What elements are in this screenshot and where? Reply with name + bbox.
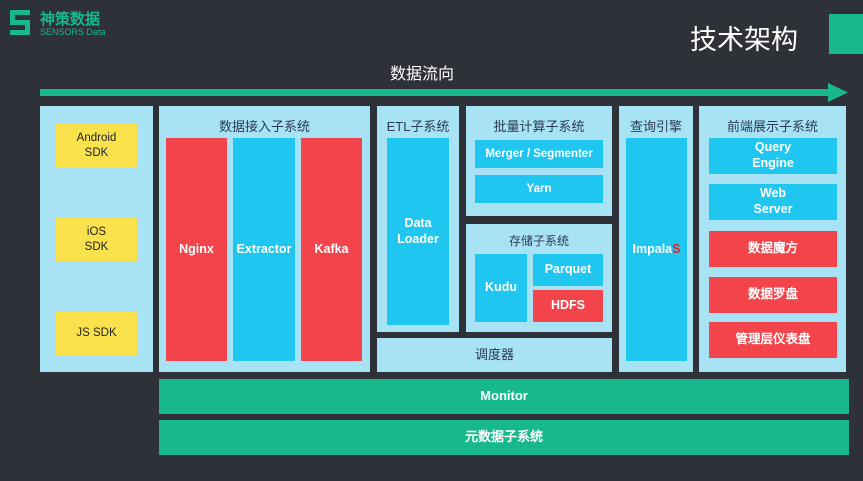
ios-sdk-box: iOS SDK (56, 218, 137, 261)
management-dashboard-box: 管理层仪表盘 (709, 322, 837, 358)
data-loader-box: Data Loader (387, 138, 449, 325)
logo-mark-icon (10, 10, 30, 35)
kudu-box: Kudu (475, 254, 527, 322)
js-sdk-box: JS SDK (56, 312, 137, 355)
web-server-box: Web Server (709, 184, 837, 220)
yarn-box: Yarn (475, 175, 603, 203)
etl-panel: ETL子系统 Data Loader (377, 106, 459, 332)
nginx-box: Nginx (166, 138, 227, 361)
batch-panel: 批量计算子系统 Merger / Segmenter Yarn (466, 106, 612, 216)
storage-panel: 存储子系统 Kudu Parquet HDFS (466, 224, 612, 332)
title-accent-bar (829, 14, 863, 54)
scheduler-box: 调度器 (377, 338, 612, 372)
ingest-panel: 数据接入子系统 Nginx Extractor Kafka (159, 106, 370, 372)
query-title: 查询引擎 (629, 119, 682, 134)
logo-text-cn: 神策数据 (40, 11, 101, 28)
frontend-title: 前端展示子系统 (726, 119, 818, 134)
etl-title: ETL子系统 (386, 119, 450, 134)
batch-title: 批量计算子系统 (493, 119, 585, 134)
parquet-box: Parquet (533, 254, 603, 286)
impala-suffix: S (672, 241, 681, 256)
impala-label: Impala (632, 241, 673, 256)
data-compass-box: 数据罗盘 (709, 277, 837, 313)
ingest-title: 数据接入子系统 (218, 119, 310, 134)
page-title: 技术架构 (690, 25, 798, 55)
query-engine-box: Query Engine (709, 138, 837, 174)
flow-label: 数据流向 (390, 66, 455, 83)
monitor-bar: Monitor (159, 379, 849, 414)
logo-text-en: SENSORS Data (40, 27, 106, 37)
android-sdk-box: Android SDK (56, 124, 137, 167)
merger-segmenter-box: Merger / Segmenter (475, 140, 603, 168)
kafka-box: Kafka (301, 138, 362, 361)
hdfs-box: HDFS (533, 290, 603, 322)
logo: 神策数据 SENSORS Data (8, 6, 138, 40)
storage-title: 存储子系统 (508, 234, 569, 248)
sdk-panel: Android SDK iOS SDK JS SDK (40, 106, 153, 372)
frontend-panel: 前端展示子系统 Query Engine Web Server 数据魔方 数据罗… (699, 106, 846, 372)
metadata-bar: 元数据子系统 (159, 420, 849, 455)
extractor-box: Extractor (233, 138, 295, 361)
data-cube-box: 数据魔方 (709, 231, 837, 267)
